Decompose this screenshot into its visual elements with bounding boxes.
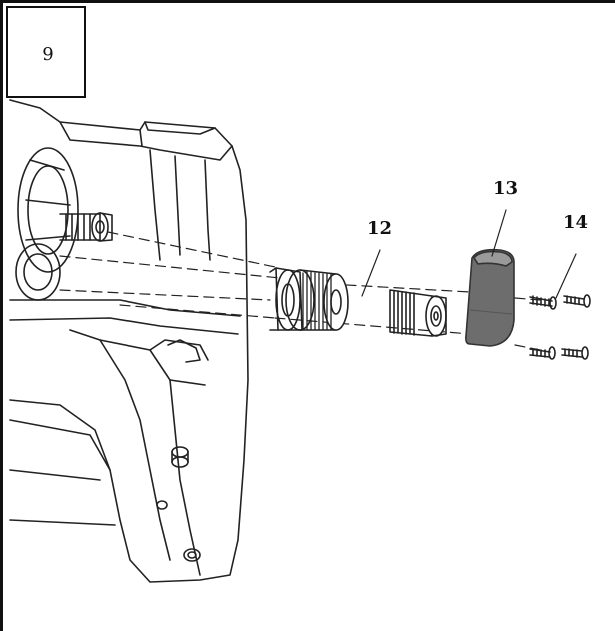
coupler-spring (389, 289, 447, 337)
step-number-box: 9 (6, 6, 86, 98)
output-shaft (59, 212, 113, 242)
callout-13: 13 (493, 178, 518, 199)
part-14-screws (529, 294, 591, 360)
leader-lines (361, 209, 577, 299)
callout-12: 12 (367, 218, 392, 239)
step-number: 9 (42, 44, 54, 65)
part-12-gear (285, 269, 349, 331)
main-housing (9, 99, 249, 583)
part-13-cover (465, 248, 515, 347)
callout-14: 14 (563, 212, 588, 233)
